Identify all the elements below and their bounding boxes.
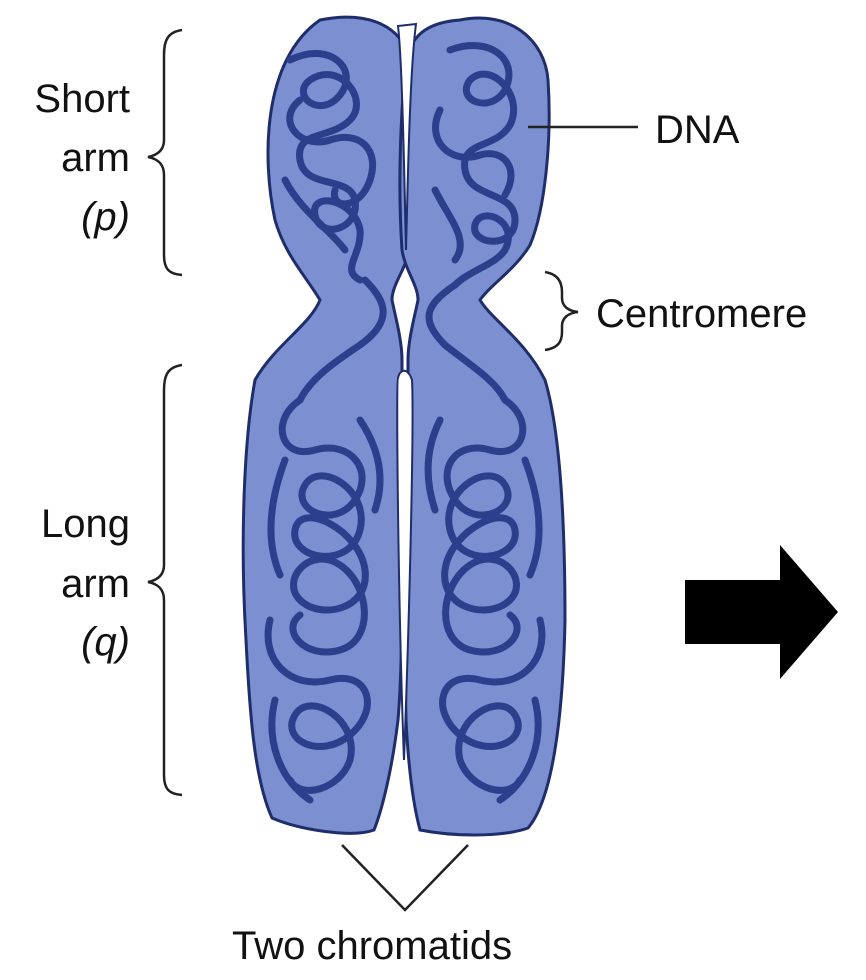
long-arm-brace xyxy=(148,365,182,795)
long-arm-label-line2: arm xyxy=(0,560,130,608)
chromatids-label: Two chromatids xyxy=(232,922,512,970)
long-arm-label-line3: (q) xyxy=(0,618,130,666)
chromatids-pointer xyxy=(342,845,468,910)
short-arm-brace xyxy=(148,30,182,275)
centromere-label: Centromere xyxy=(596,290,807,338)
short-arm-label-line2: arm xyxy=(0,134,130,182)
dna-label: DNA xyxy=(655,106,739,154)
short-arm-label-line3: (p) xyxy=(0,193,130,241)
centromere-brace xyxy=(545,272,578,350)
long-arm-label-line1: Long xyxy=(0,500,130,548)
short-arm-label-line1: Short xyxy=(0,75,130,123)
right-arrow-icon xyxy=(685,545,838,679)
